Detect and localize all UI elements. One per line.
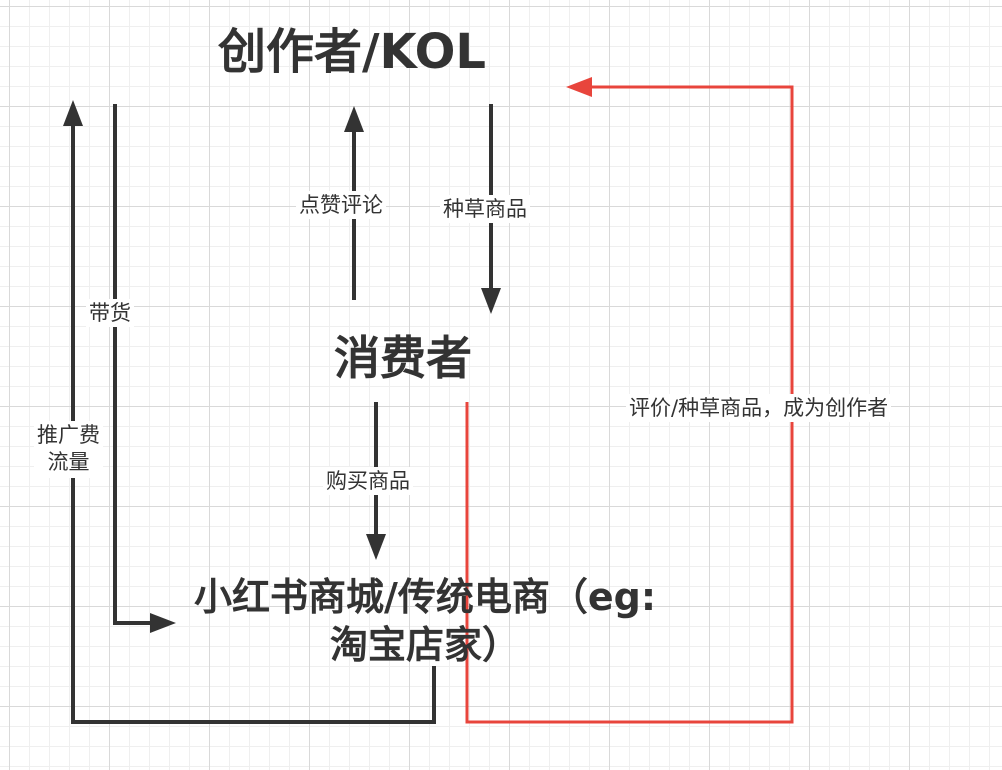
arrowhead-review-seed <box>566 77 592 97</box>
label-seed-product: 种草商品 <box>440 195 530 224</box>
edge-review-seed <box>465 85 794 724</box>
label-promo-fee-line2: 流量 <box>47 450 90 475</box>
arrowhead-like-comment <box>344 106 364 132</box>
label-promo-fee: 推广费 流量 <box>34 421 103 478</box>
label-carry-goods: 带货 <box>86 299 134 328</box>
node-consumer: 消费者 <box>334 331 472 385</box>
label-like-comment: 点赞评论 <box>296 191 386 220</box>
arrowhead-promo-fee <box>63 100 83 126</box>
arrowhead-seed-product <box>481 288 501 314</box>
node-mall: 小红书商城/传统电商（eg: 淘宝店家） <box>160 574 690 669</box>
node-mall-line2: 淘宝店家） <box>329 622 520 667</box>
arrowhead-buy-product <box>366 534 386 560</box>
arrowhead-carry-goods <box>150 613 176 633</box>
label-buy-product: 购买商品 <box>323 467 413 496</box>
label-review-seed: 评价/种草商品，成为创作者 <box>626 394 892 423</box>
edge-carry-goods <box>113 104 152 625</box>
node-mall-line1: 小红书商城/传统电商（eg: <box>193 575 657 619</box>
label-promo-fee-line1: 推广费 <box>37 423 100 447</box>
node-creator: 创作者/KOL <box>218 24 486 80</box>
